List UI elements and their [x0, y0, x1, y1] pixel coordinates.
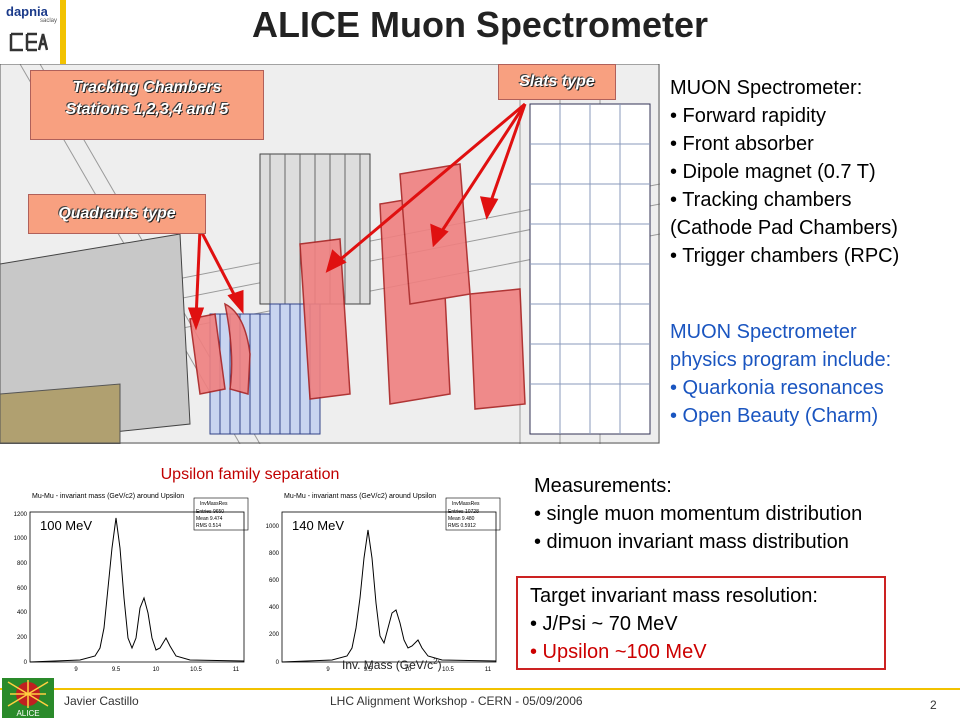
alice-logo-icon: ALICE	[2, 678, 54, 718]
histogram-left-ytick: 1000	[14, 536, 28, 542]
measurements-item: • dimuon invariant mass distribution	[534, 531, 849, 553]
xlabel-end: )	[437, 658, 442, 672]
histogram-left-xtick: 10.5	[190, 667, 202, 673]
physics-item: • Open Beauty (Charm)	[670, 405, 879, 427]
histogram-right-xtick: 9.5	[364, 667, 373, 673]
spectrometer-item: (Cathode Pad Chambers)	[670, 217, 898, 239]
target-resolution-box: Target invariant mass resolution: • J/Ps…	[516, 576, 886, 670]
histogram-left-xtick: 11	[233, 667, 240, 673]
spectrometer-item: • Tracking chambers	[670, 189, 852, 211]
header-logo-panel	[0, 0, 66, 64]
histogram-left-ytick: 1200	[14, 512, 28, 518]
histogram-right-title: Mu-Mu - invariant mass (GeV/c2) around U…	[284, 493, 436, 500]
spectrometer-item: • Forward rapidity	[670, 105, 826, 127]
histogram-right-curve	[281, 529, 497, 663]
histogram-right-label: 140 MeV	[292, 518, 344, 533]
page-number: 2	[930, 698, 937, 712]
measurements-item: • single muon momentum distribution	[534, 503, 863, 525]
spectrometer-item: • Trigger chambers (RPC)	[670, 245, 900, 267]
tracking-chambers-label: Tracking Chambers Stations 1,2,3,4 and 5	[30, 70, 264, 140]
histogram-left-ytick: 0	[24, 660, 28, 666]
spectrometer-heading: MUON Spectrometer:	[670, 77, 863, 99]
tracking-label-line1: Tracking Chambers	[72, 79, 222, 96]
measurements-panel: Measurements: • single muon momentum dis…	[534, 472, 954, 556]
histogram-right-ytick: 600	[269, 578, 280, 584]
tracking-label-line2: Stations 1,2,3,4 and 5	[65, 101, 229, 118]
histogram-left-stat: Mean 9.474	[196, 516, 223, 522]
histogram-right-xtick: 10.5	[442, 667, 454, 673]
quadrants-type-label: Quadrants type	[28, 194, 206, 234]
histogram-left-statsbox	[193, 497, 249, 531]
histogram-right-ytick: 800	[269, 551, 280, 557]
physics-panel: MUON Spectrometer physics program includ…	[670, 318, 960, 430]
alice-logo-text: ALICE	[16, 709, 39, 718]
histogram-right: Mu-Mu - invariant mass (GeV/c2) around U…	[252, 488, 502, 674]
target-item-jpsi: • J/Psi ~ 70 MeV	[530, 613, 678, 635]
physics-item: • Quarkonia resonances	[670, 377, 884, 399]
histogram-right-stat: Mean 9.480	[448, 516, 475, 522]
histogram-right-ytick: 1000	[266, 524, 280, 530]
measurements-heading: Measurements:	[534, 475, 672, 497]
histogram-right-xtick: 9	[326, 667, 330, 673]
histogram-right-ytick: 200	[269, 632, 280, 638]
histogram-caption: Upsilon family separation	[160, 466, 340, 483]
histogram-left-ytick: 200	[17, 635, 28, 641]
cea-logo	[9, 32, 48, 52]
footer-author: Javier Castillo	[64, 694, 139, 708]
slats-type-label: Slats type	[498, 64, 616, 100]
footer-event: LHC Alignment Workshop - CERN - 05/09/20…	[330, 694, 583, 708]
histogram-left-xtick: 9	[74, 667, 78, 673]
histogram-right-xtick: 10	[405, 667, 412, 673]
footer-divider	[0, 688, 960, 690]
histogram-left-stats-title: InvMassRes	[200, 501, 228, 507]
histogram-xlabel: Inv. Mass (GeV/c2)	[342, 657, 442, 672]
xlabel-sup: 2	[433, 657, 438, 666]
spectrometer-panel: MUON Spectrometer: • Forward rapidity • …	[670, 74, 960, 270]
histogram-right-stats-title: InvMassRes	[452, 501, 480, 507]
xlabel-text: Inv. Mass (GeV/c	[342, 658, 434, 672]
histogram-left-ytick: 800	[17, 561, 28, 567]
target-heading: Target invariant mass resolution:	[530, 585, 818, 607]
saclay-logo-sub: saclay	[40, 18, 58, 24]
dapnia-logo: dapnia	[6, 4, 48, 19]
histogram-left-curve	[29, 517, 245, 663]
histogram-right-stat: RMS 0.5912	[448, 523, 476, 529]
histogram-left-ytick: 600	[17, 586, 28, 592]
physics-heading-line2: physics program include:	[670, 349, 892, 371]
physics-heading-line1: MUON Spectrometer	[670, 321, 857, 343]
target-item-upsilon: • Upsilon ~100 MeV	[530, 641, 707, 663]
spectrometer-item: • Front absorber	[670, 133, 814, 155]
histogram-left-label: 100 MeV	[40, 518, 92, 533]
histogram-left-title: Mu-Mu - invariant mass (GeV/c2) around U…	[32, 493, 184, 500]
histogram-right-ytick: 0	[276, 660, 280, 666]
histogram-left-ytick: 400	[17, 610, 28, 616]
histogram-left-xtick: 9.5	[112, 667, 121, 673]
page-title: ALICE Muon Spectrometer	[251, 4, 709, 45]
histogram-right-ytick: 400	[269, 605, 280, 611]
histogram-right-xtick: 11	[485, 667, 492, 673]
histogram-left-stat: RMS 0.514	[196, 523, 221, 529]
histogram-right-statsbox	[445, 497, 501, 531]
spectrometer-item: • Dipole magnet (0.7 T)	[670, 161, 876, 183]
histogram-left-xtick: 10	[153, 667, 160, 673]
histogram-left: Mu-Mu - invariant mass (GeV/c2) around U…	[0, 488, 250, 674]
